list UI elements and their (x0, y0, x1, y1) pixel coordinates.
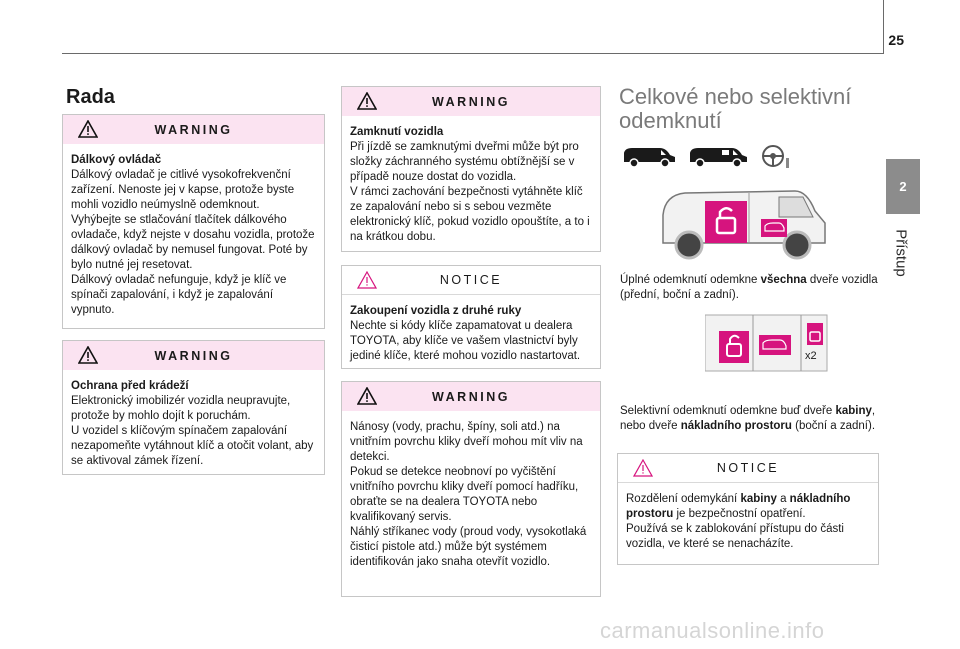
warning-label: WARNING (154, 122, 233, 137)
caption-text: dveře vozidla (přední, boční a zadní). (620, 274, 878, 301)
caption-text: , nebo dveře (620, 405, 876, 432)
chapter-label: Přístup (882, 218, 920, 288)
warning-box-antitheft: WARNING Ochrana před krádeží Elektronick… (62, 340, 325, 475)
warning-header: WARNING (63, 341, 324, 370)
warning-label: WARNING (432, 94, 510, 109)
warning-label: WARNING (432, 389, 510, 404)
caption-bold: nákladního prostoru (680, 420, 792, 432)
warning-text: Při jízdě se zamknutými dveřmi může být … (350, 141, 590, 243)
warning-triangle-icon (78, 346, 98, 364)
top-divider (62, 53, 884, 54)
warning-triangle-icon (357, 92, 377, 110)
van-full-unlock-illustration (662, 190, 826, 260)
warning-label: WARNING (154, 348, 233, 363)
warning-lead: Ochrana před krádeží (71, 380, 189, 392)
notice-lead: Zakoupení vozidla z druhé ruky (350, 305, 522, 317)
warning-text: Elektronický imobilizér vozidla neupravu… (71, 395, 314, 467)
van-short-icon (624, 148, 675, 168)
caption-selective-unlock: Selektivní odemknutí odemkne buď dveře k… (620, 404, 882, 434)
warning-box-deposits: WARNING Nánosy (vody, prachu, špíny, sol… (341, 381, 601, 597)
warning-box-locking: WARNING Zamknutí vozidla Při jízdě se za… (341, 86, 601, 252)
warning-triangle-icon (357, 387, 377, 405)
notice-text: Nechte si kódy klíče zapamatovat u deale… (350, 320, 581, 362)
warning-text: Nánosy (vody, prachu, špíny, soli atd.) … (350, 421, 587, 568)
notice-text-part: a (776, 493, 790, 505)
van-long-icon (690, 148, 747, 168)
notice-bold: nákladního prostoru (626, 493, 851, 520)
caption-text: (boční a zadní). (791, 420, 876, 432)
vehicle-version-icons (620, 143, 794, 171)
caption-text: Úplné odemknutí odemkne (620, 274, 761, 286)
warning-text: Dálkový ovladač je citlivé vysokofrekven… (71, 169, 315, 316)
caption-text: Selektivní odemknutí odemkne buď dveře (620, 405, 836, 417)
page-number: 25 (888, 32, 904, 48)
lock-open-icon-small (807, 323, 823, 345)
caption-bold: všechna (760, 274, 807, 286)
side-divider (883, 0, 884, 53)
watermark: carmanualsonline.info (600, 618, 825, 643)
notice-box-split-unlock: NOTICE Rozdělení odemykání kabiny a nákl… (617, 453, 879, 565)
caption-bold: kabiny (835, 405, 872, 417)
notice-header: NOTICE (618, 454, 878, 483)
section-title: Celkové nebo selektivní odemknutí (619, 84, 852, 133)
warning-box-remote: WARNING Dálkový ovládač Dálkový ovladač … (62, 114, 325, 329)
warning-header: WARNING (342, 382, 600, 411)
caption-full-unlock: Úplné odemknutí odemkne všechna dveře vo… (620, 273, 882, 303)
chapter-title: Přístup (892, 229, 910, 277)
notice-header: NOTICE (342, 266, 600, 295)
notice-triangle-icon (633, 459, 653, 477)
chapter-number: 2 (899, 179, 907, 194)
multiplier-label: x2 (805, 350, 817, 362)
notice-text: Rozdělení odemykání kabiny a nákladního … (626, 492, 870, 552)
notice-text-part: Rozdělení odemykání (626, 493, 741, 505)
warning-triangle-icon (78, 120, 98, 138)
notice-bold: kabiny (740, 493, 777, 505)
steering-wheel-key-icon (762, 145, 789, 168)
warning-header: WARNING (342, 87, 600, 116)
warning-lead: Dálkový ovládač (71, 154, 162, 166)
notice-text-part: je bezpečnostní opatření. Používá se k z… (626, 508, 844, 550)
van-selective-unlock-illustration: x2 (705, 314, 828, 372)
warning-lead: Zamknutí vozidla (350, 126, 444, 138)
notice-triangle-icon (357, 271, 377, 289)
warning-header: WARNING (63, 115, 324, 144)
notice-label: NOTICE (439, 273, 503, 287)
heading-rada: Rada (66, 86, 115, 108)
notice-box-secondhand: NOTICE Zakoupení vozidla z druhé ruky Ne… (341, 265, 601, 369)
notice-label: NOTICE (716, 461, 780, 475)
chapter-tab[interactable]: 2 (886, 159, 920, 214)
